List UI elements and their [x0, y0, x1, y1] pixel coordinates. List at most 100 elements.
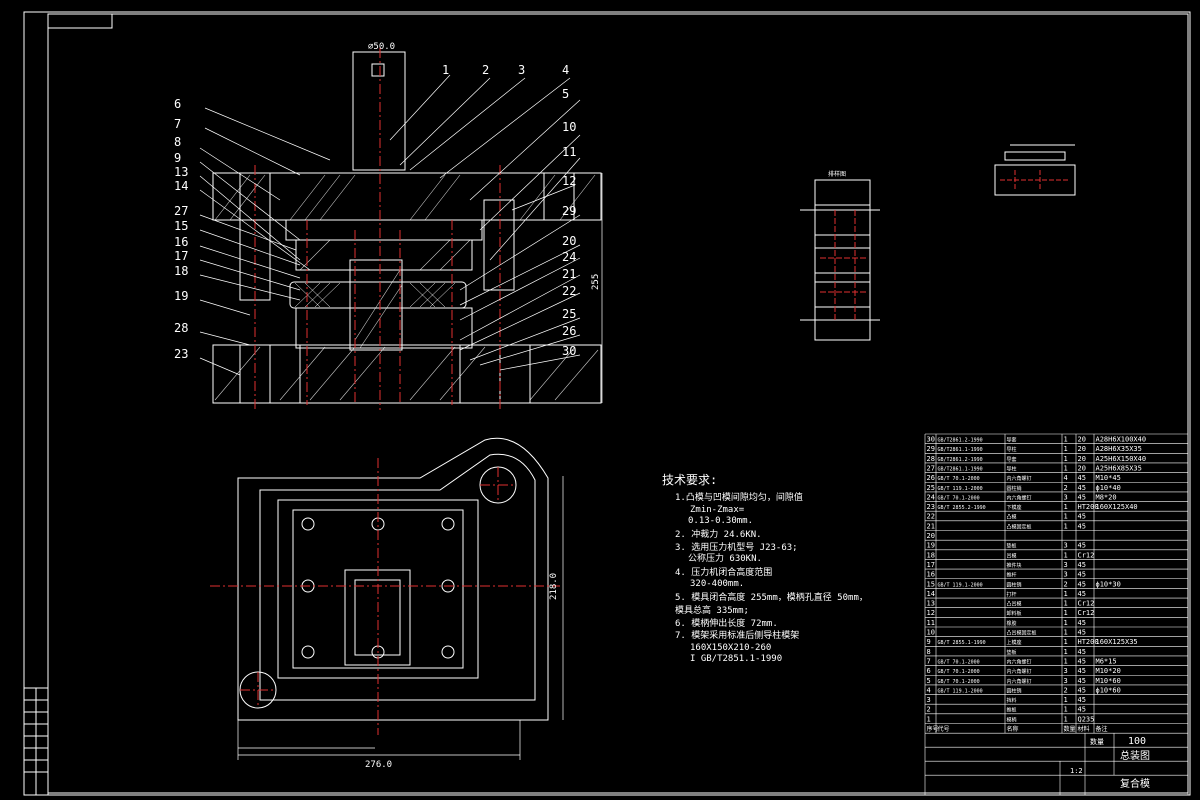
- bom-cell: 16: [927, 571, 935, 579]
- bom-cell: 模柄: [1007, 716, 1017, 723]
- callout: 27: [174, 204, 188, 218]
- bom-cell: 导柱: [1007, 446, 1017, 453]
- callout: 16: [174, 235, 188, 249]
- bom-cell: 垫板: [1007, 543, 1017, 550]
- bom-cell: 2: [927, 706, 931, 714]
- note-line: 7. 模架采用标准后侧导柱模架: [675, 629, 799, 641]
- bom-cell: 凸模: [1007, 514, 1017, 521]
- bom-cell: 20: [1078, 436, 1086, 444]
- callout: 9: [174, 151, 181, 165]
- strip-centerlines: [820, 210, 866, 320]
- bom-cell: 2: [1064, 686, 1068, 694]
- note-line: 2. 冲裁力 24.6KN.: [675, 528, 762, 540]
- part-centerlines: [1000, 170, 1070, 190]
- inner-border: [47, 13, 1189, 794]
- bom-cell: 11: [927, 619, 935, 627]
- bom-cell: 30: [927, 436, 935, 444]
- bom-cell: 160X125X35: [1096, 638, 1138, 646]
- bom-header: 名称: [1007, 725, 1019, 733]
- bom-cell: 上模座: [1007, 639, 1022, 646]
- bom-cell: 2: [1064, 484, 1068, 492]
- bom-cell: ϕ10*30: [1096, 580, 1121, 588]
- bom-cell: 45: [1078, 474, 1086, 482]
- bom-cell: 9: [927, 638, 931, 646]
- callout: 21: [562, 267, 576, 281]
- callout: 24: [562, 250, 576, 264]
- bom-cell: 20: [1078, 455, 1086, 463]
- bom-cell: 160X125X40: [1096, 503, 1138, 511]
- bom-cell: 1: [1064, 455, 1068, 463]
- part-view: [994, 144, 1076, 196]
- bom-cell: 导柱: [1007, 465, 1017, 472]
- bom-cell: 45: [1078, 696, 1086, 704]
- bom-cell: 3: [1064, 667, 1068, 675]
- bom-cell: GB/T 70.1-2000: [938, 679, 980, 685]
- bom-cell: 26: [927, 474, 935, 482]
- bom-cell: 卸料板: [1007, 610, 1022, 617]
- bom-cell: HT200: [1078, 503, 1099, 511]
- bom-cell: GB/T 70.1-2000: [938, 476, 980, 482]
- note-line: 160X150X210-260: [690, 643, 771, 653]
- corner-box: [47, 13, 113, 29]
- callout: 5: [562, 87, 569, 101]
- callout: 3: [518, 63, 525, 77]
- bom-cell: ϕ10*40: [1096, 484, 1121, 492]
- bom-cell: GB/T 119.1-2000: [938, 486, 983, 492]
- bom-cell: 1: [1064, 464, 1068, 472]
- bom-cell: 10: [927, 629, 935, 637]
- bom-cell: A25H6X85X35: [1096, 464, 1142, 472]
- dim-plan-height: 218.0: [549, 573, 559, 600]
- title-part: 复合模: [1120, 777, 1150, 790]
- callout: 20: [562, 234, 576, 248]
- note-line: Zmin-Zmax=: [690, 505, 745, 515]
- sheet-border: [23, 11, 1191, 796]
- bom-cell: ϕ10*60: [1096, 686, 1121, 694]
- bom-cell: 1: [1064, 629, 1068, 637]
- bom-cell: 3: [927, 696, 931, 704]
- bom-cell: 45: [1078, 513, 1086, 521]
- notes-title: 技术要求:: [662, 473, 717, 487]
- note-line: 公称压力 630KN.: [688, 552, 762, 564]
- bom-cell: GB/T 70.1-2000: [938, 659, 980, 665]
- bom-cell: 18: [927, 551, 935, 559]
- note-line: 模具总高 335mm;: [675, 604, 749, 616]
- bom-cell: 45: [1078, 648, 1086, 656]
- bom-cell: 推杆: [1007, 572, 1017, 579]
- dim-shank: ⌀50.0: [368, 42, 395, 52]
- bom-cell: 45: [1078, 580, 1086, 588]
- bom-cell: 下模座: [1007, 504, 1022, 511]
- section-hatch: [214, 174, 599, 401]
- bom-cell: 1: [1064, 551, 1068, 559]
- bom-cell: M10*60: [1096, 677, 1121, 685]
- bom-cell: GB/T 119.1-2000: [938, 582, 983, 588]
- callout: 29: [562, 204, 576, 218]
- bom-cell: 4: [1064, 474, 1068, 482]
- callout: 8: [174, 135, 181, 149]
- bom-cell: 20: [927, 532, 935, 540]
- bom-cell: GB/T2861.1-1990: [938, 466, 983, 472]
- bom-header: 数量: [1064, 725, 1076, 733]
- bom-cell: 45: [1078, 493, 1086, 501]
- title-qty-label: 数量: [1090, 737, 1104, 746]
- bom-cell: 8: [927, 648, 931, 656]
- bom-cell: M6*15: [1096, 657, 1117, 665]
- callout: 19: [174, 289, 188, 303]
- bom-cell: 20: [1078, 464, 1086, 472]
- bom-cell: GB/T2861.1-1990: [938, 447, 983, 453]
- note-line: 6. 模柄伸出长度 72mm.: [675, 617, 778, 629]
- note-line: 3. 选用压力机型号 J23-63;: [675, 541, 798, 553]
- bom-cell: GB/T 70.1-2000: [938, 669, 980, 675]
- bom-cell: 内六角螺钉: [1007, 475, 1032, 482]
- bom-cell: 3: [1064, 542, 1068, 550]
- bom-cell: A28H6X35X35: [1096, 445, 1142, 453]
- callout: 23: [174, 347, 188, 361]
- bom-cell: 1: [1064, 600, 1068, 608]
- plan-centerlines: [210, 458, 560, 735]
- bom-cell: 2: [1064, 580, 1068, 588]
- bom-cell: 凹模: [1007, 552, 1017, 559]
- bom-header: 代号: [938, 725, 950, 733]
- note-line: 0.13-0.30mm.: [688, 516, 753, 526]
- bom-cell: 内六角螺钉: [1007, 678, 1032, 685]
- bom-cell: 垫板: [1007, 649, 1017, 656]
